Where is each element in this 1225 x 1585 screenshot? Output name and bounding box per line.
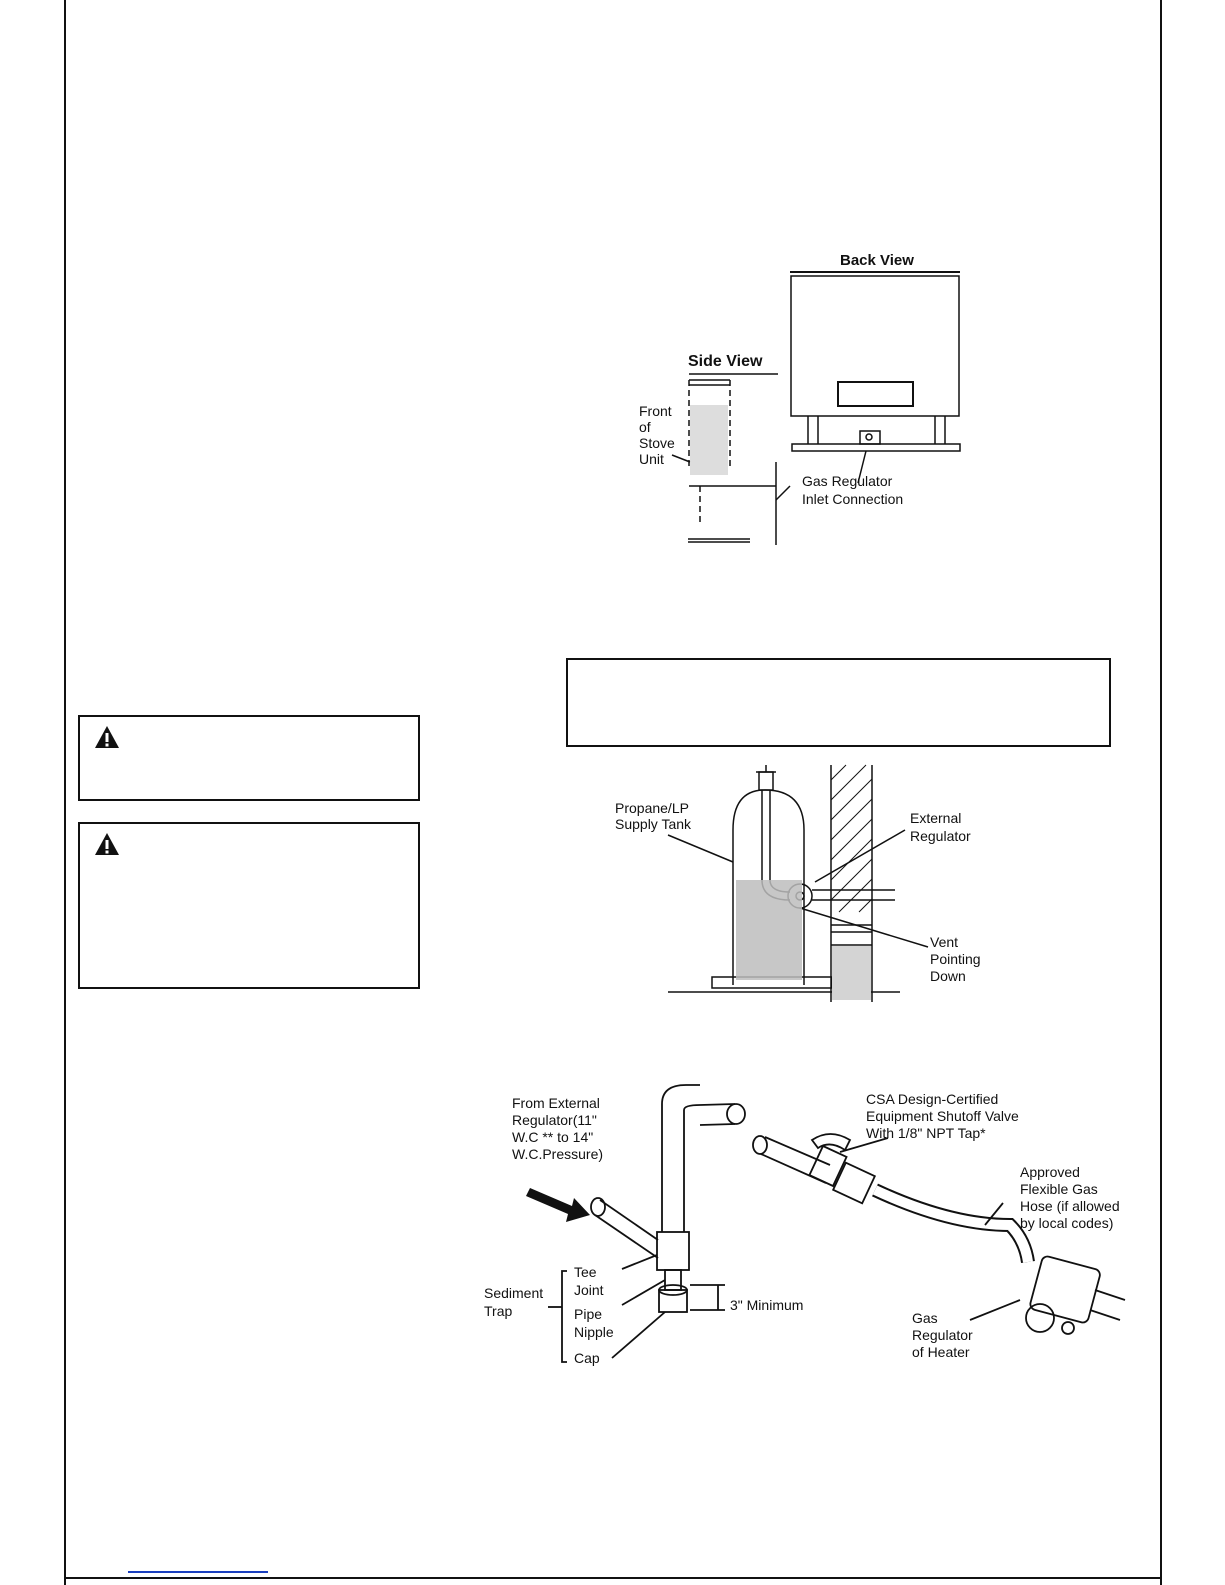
hose-label-2: Flexible Gas [1020, 1181, 1098, 1197]
front-label-4: Unit [639, 451, 664, 467]
side-view-title: Side View [688, 353, 763, 370]
from-label-1: From External [512, 1095, 600, 1111]
page-border-left [64, 0, 66, 1585]
valve-label-2: Equipment Shutoff Valve [866, 1108, 1019, 1124]
warning-icon [95, 833, 119, 855]
front-label-3: Stove [639, 435, 675, 451]
valve-label-3: With 1/8" NPT Tap* [866, 1125, 986, 1141]
tank-label-1: Propane/LP [615, 800, 689, 816]
warning-icon [95, 726, 119, 748]
hose-label-1: Approved [1020, 1164, 1080, 1180]
tee-label-1: Tee [574, 1264, 597, 1280]
regulator-label-1: Gas Regulator [802, 473, 893, 489]
regulator-label-2: Inlet Connection [802, 491, 903, 507]
from-label-2: Regulator(11" [512, 1112, 597, 1128]
from-label-3: W.C ** to 14" [512, 1129, 593, 1145]
back-view-title: Back View [840, 252, 914, 269]
front-label-2: of [639, 419, 651, 435]
valve-label-1: CSA Design-Certified [866, 1091, 998, 1107]
heater-reg-label-2: Regulator [912, 1327, 973, 1343]
cap-label: Cap [574, 1350, 600, 1366]
external-regulator-label-2: Regulator [910, 828, 971, 844]
heater-reg-label-1: Gas [912, 1310, 938, 1326]
vent-label-2: Pointing [930, 951, 981, 967]
notice-box [566, 658, 1111, 747]
page-border-bottom [64, 1577, 1162, 1579]
page-border-right [1160, 0, 1162, 1585]
sediment-label-2: Trap [484, 1303, 512, 1319]
nipple-label-2: Nipple [574, 1324, 614, 1340]
hose-label-4: by local codes) [1020, 1215, 1113, 1231]
vent-label-1: Vent [930, 934, 958, 950]
hose-label-3: Hose (if allowed [1020, 1198, 1120, 1214]
from-label-4: W.C.Pressure) [512, 1146, 603, 1162]
minimum-label: 3" Minimum [730, 1297, 803, 1313]
external-regulator-label-1: External [910, 810, 961, 826]
heater-reg-label-3: of Heater [912, 1344, 970, 1360]
warning-box-1 [78, 715, 420, 801]
footer-link-underline[interactable] [128, 1571, 268, 1573]
tank-label-2: Supply Tank [615, 816, 692, 832]
front-label-1: Front [639, 403, 672, 419]
warning-box-2 [78, 822, 420, 989]
sediment-label-1: Sediment [484, 1285, 543, 1301]
tee-label-2: Joint [574, 1282, 604, 1298]
nipple-label-1: Pipe [574, 1306, 602, 1322]
vent-label-3: Down [930, 968, 966, 984]
